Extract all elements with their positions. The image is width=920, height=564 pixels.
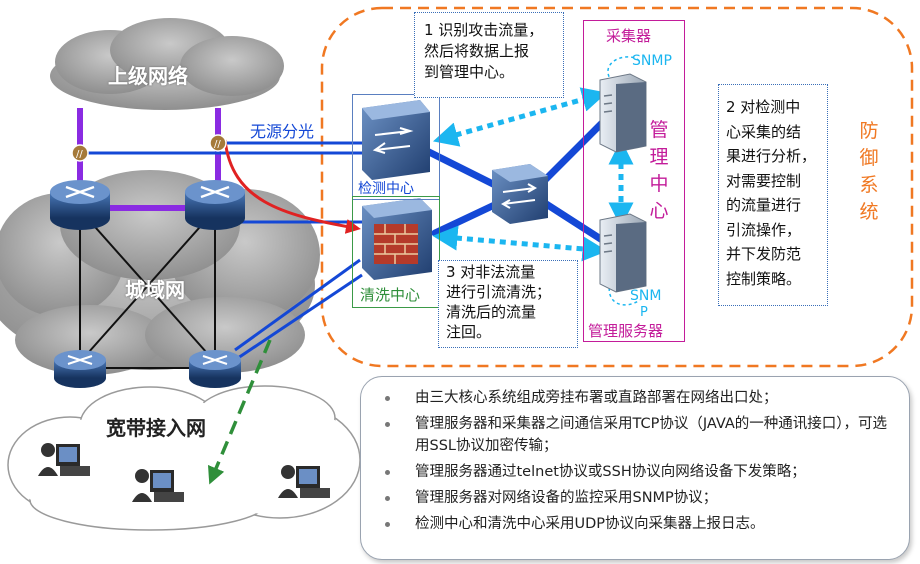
- summary-text: 管理服务器和采集器之间通信采用TCP协议（JAVA的一种通讯接口），可选用SSL…: [415, 416, 888, 454]
- user-pc-icon: [278, 465, 330, 498]
- diversion-arrow: [223, 139, 361, 234]
- summary-item: 由三大核心系统组成旁挂布署或直路部署在网络出口处；: [385, 387, 893, 409]
- user-pc-icon: [132, 469, 184, 502]
- bullet-icon: [385, 496, 390, 501]
- management-center-char: 理: [649, 146, 669, 168]
- summary-panel: 由三大核心系统组成旁挂布署或直路部署在网络出口处； 管理服务器和采集器之间通信采…: [360, 376, 910, 560]
- cleaning-center-label: 清洗中心: [360, 286, 421, 304]
- snmp-loop-top: [607, 56, 641, 83]
- upper-network-cloud: [50, 18, 284, 110]
- snmp-top-label: SNMP: [632, 53, 672, 69]
- passive-split-label: 无源分光: [250, 122, 315, 141]
- router-icon: [189, 350, 241, 388]
- defense-system-char: 防: [859, 120, 879, 142]
- bullet-icon: [385, 396, 390, 401]
- summary-item: 管理服务器和采集器之间通信采用TCP协议（JAVA的一种通讯接口），可选用SSL…: [385, 413, 893, 457]
- step3-note-box: [438, 260, 578, 348]
- reinjection-arrow: [208, 339, 272, 485]
- step1-note-box: [414, 12, 564, 98]
- upper-network-label: 上级网络: [108, 64, 188, 88]
- bullet-icon: [385, 470, 390, 475]
- snmp-loop-bottom: [608, 281, 641, 306]
- metro-links: [79, 209, 216, 369]
- detection-center-label: 检测中心: [358, 181, 414, 197]
- server-group-frame: [583, 20, 685, 342]
- step2-note: 2 对检测中 心采集的结 果进行分析， 对需要控制 的流量进行 引流操作， 并下…: [726, 98, 817, 288]
- defense-system-label: 防 御 系 统: [858, 118, 880, 226]
- summary-text: 管理服务器对网络设备的监控采用SNMP协议；: [415, 490, 718, 506]
- cleaning-center-frame: [352, 196, 440, 308]
- step3-note: 3 对非法流量 进行引流清洗； 清洗后的流量 注回。: [446, 263, 552, 341]
- summary-item: 管理服务器通过telnet协议或SSH协议向网络设备下发策略；: [385, 461, 893, 483]
- management-center-label: 管 理 中 心: [648, 117, 670, 225]
- svg-text://: //: [76, 149, 83, 160]
- metro-network-label: 城域网: [125, 278, 185, 302]
- summary-list: 由三大核心系统组成旁挂布署或直路部署在网络出口处； 管理服务器和采集器之间通信采…: [361, 377, 909, 535]
- collector-label: 采集器: [606, 27, 652, 45]
- defense-system-char: 御: [859, 147, 879, 169]
- router-icon: [185, 180, 245, 230]
- detection-center-icon: [362, 100, 430, 180]
- summary-item: 管理服务器对网络设备的监控采用SNMP协议；: [385, 487, 893, 509]
- collector-server-icon: [599, 73, 647, 153]
- router-icon: [50, 180, 110, 230]
- blue-links: [80, 141, 365, 364]
- snmp-bottom-tail-label: P: [640, 305, 648, 320]
- summary-text: 由三大核心系统组成旁挂布署或直路部署在网络出口处；: [415, 390, 778, 406]
- management-center-char: 中: [649, 173, 669, 195]
- management-server-icon: [599, 213, 647, 293]
- management-server-label: 管理服务器: [588, 322, 664, 340]
- management-center-char: 管: [649, 119, 669, 141]
- summary-item: 检测中心和清洗中心采用UDP协议向采集器上报日志。: [385, 513, 893, 535]
- detection-center-frame: [352, 94, 440, 200]
- report-arrows: [432, 87, 634, 262]
- cleaning-center-icon: [362, 198, 432, 280]
- bullet-icon: [385, 422, 390, 427]
- splitter-icon: //: [71, 144, 89, 162]
- svg-text://: //: [214, 139, 221, 150]
- summary-text: 管理服务器通过telnet协议或SSH协议向网络设备下发策略；: [415, 464, 806, 480]
- defense-system-boundary: [320, 6, 914, 368]
- summary-text: 检测中心和清洗中心采用UDP协议向采集器上报日志。: [415, 516, 765, 532]
- step2-note-box: [718, 84, 828, 306]
- snmp-bottom-label: SNM: [630, 288, 662, 304]
- broadband-access-label: 宽带接入网: [106, 416, 206, 440]
- splitter-icon: //: [209, 134, 227, 152]
- user-pc-icon: [38, 443, 90, 476]
- defense-system-char: 统: [859, 201, 879, 223]
- defense-system-char: 系: [859, 174, 879, 196]
- bullet-icon: [385, 522, 390, 527]
- step1-note: 1 识别攻击流量， 然后将数据上报 到管理中心。: [424, 21, 544, 81]
- switch-icon: [492, 164, 548, 224]
- management-center-char: 心: [649, 200, 669, 222]
- router-icon: [54, 350, 106, 388]
